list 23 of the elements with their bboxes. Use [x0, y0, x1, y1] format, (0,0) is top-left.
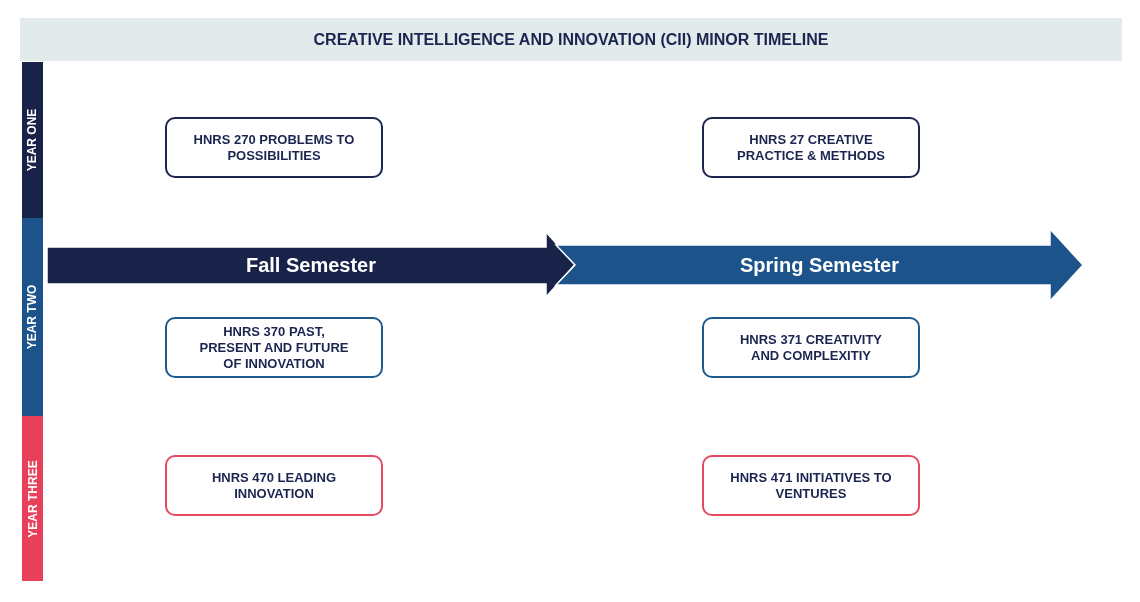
diagram-title: CREATIVE INTELLIGENCE AND INNOVATION (CII) MINOR TIMELINE — [313, 30, 829, 49]
course-box — [702, 455, 920, 516]
course-title: HNRS 471 INITIATIVES TO VENTURES — [729, 469, 893, 502]
course-title: HNRS 270 PROBLEMS TO POSSIBILITIES — [192, 131, 356, 164]
course-box — [702, 317, 920, 378]
course-box — [702, 117, 920, 178]
course-box — [165, 117, 383, 178]
year-label: YEAR TWO — [25, 284, 40, 350]
year-bar — [22, 416, 43, 581]
course-title: HNRS 470 LEADING INNOVATION — [210, 469, 338, 502]
semester-label: Fall Semester — [245, 254, 377, 277]
semester-label: Spring Semester — [740, 253, 899, 277]
semester-banner — [47, 232, 575, 297]
year-bar — [22, 62, 43, 218]
year-bar — [22, 218, 43, 416]
year-label: YEAR THREE — [25, 459, 40, 538]
semester-banner — [556, 229, 1083, 301]
course-box — [165, 317, 383, 378]
course-title: HNRS 370 PAST, PRESENT AND FUTURE OF INNOVATION — [198, 323, 350, 372]
year-label: YEAR ONE — [25, 108, 40, 172]
course-box — [165, 455, 383, 516]
course-title: HNRS 27 CREATIVE PRACTICE & METHODS — [735, 131, 887, 164]
course-title: HNRS 371 CREATIVITY AND COMPLEXITIY — [738, 331, 884, 364]
